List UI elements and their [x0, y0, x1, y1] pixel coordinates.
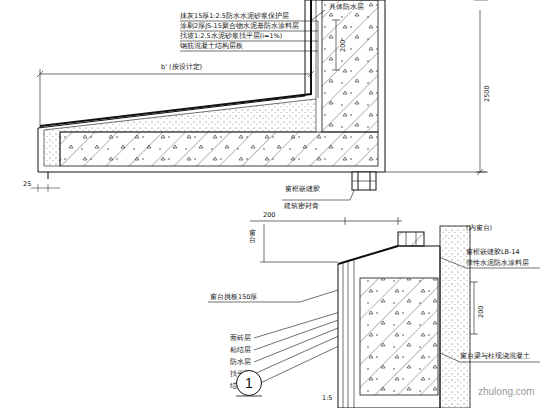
annotation-label: 涂刷2厚JS-15聚合物水泥基防水涂料层: [180, 22, 299, 30]
callout-number: 1: [245, 375, 253, 391]
annotation-label: 1:5: [322, 394, 332, 402]
dimension-text: 2500: [483, 85, 491, 102]
watermark: zhulong.com: [478, 388, 535, 396]
annotation-label: 粘结层: [230, 346, 251, 354]
annotation-label: 具体防水层: [328, 3, 365, 11]
annotation-label: 25: [22, 180, 32, 188]
annotation-label: 窗框嵌缝胶LB-14: [466, 248, 520, 256]
annotation-label: 窗台挑板150厚: [210, 293, 257, 301]
annotation-label: 防水层: [230, 358, 251, 366]
callout-circle: 1: [236, 370, 262, 396]
annotation-label: 窗台: [249, 230, 256, 244]
sill-section: [338, 226, 470, 408]
annotation-label: 建筑密封膏: [284, 202, 319, 210]
annotation-label: (内窗台): [466, 224, 492, 232]
canopy-section: [30, 0, 385, 192]
annotation-label: 窗框嵌缝胶: [284, 185, 321, 193]
annotation-label: 面砖层: [230, 334, 251, 342]
annotation-label: 200: [262, 211, 276, 219]
window-frame-upper: [352, 172, 376, 190]
dimension-text: 200: [339, 40, 347, 52]
annotation-label: 窗台梁与柱现浇混凝土: [460, 352, 530, 360]
annotation-label: 弹性水泥防水涂料层: [466, 259, 529, 267]
dimension-text: 200: [477, 306, 485, 318]
annotation-label: b' (按设计定): [160, 63, 203, 71]
annotation-label: 钢筋混凝土结构层板: [180, 42, 243, 50]
annotation-label: 找坡1:2.5水泥砂浆找平层(i=1%): [180, 32, 282, 40]
annotation-label: 抹灰15厚1:2.5防水水泥砂浆保护层: [180, 12, 289, 20]
